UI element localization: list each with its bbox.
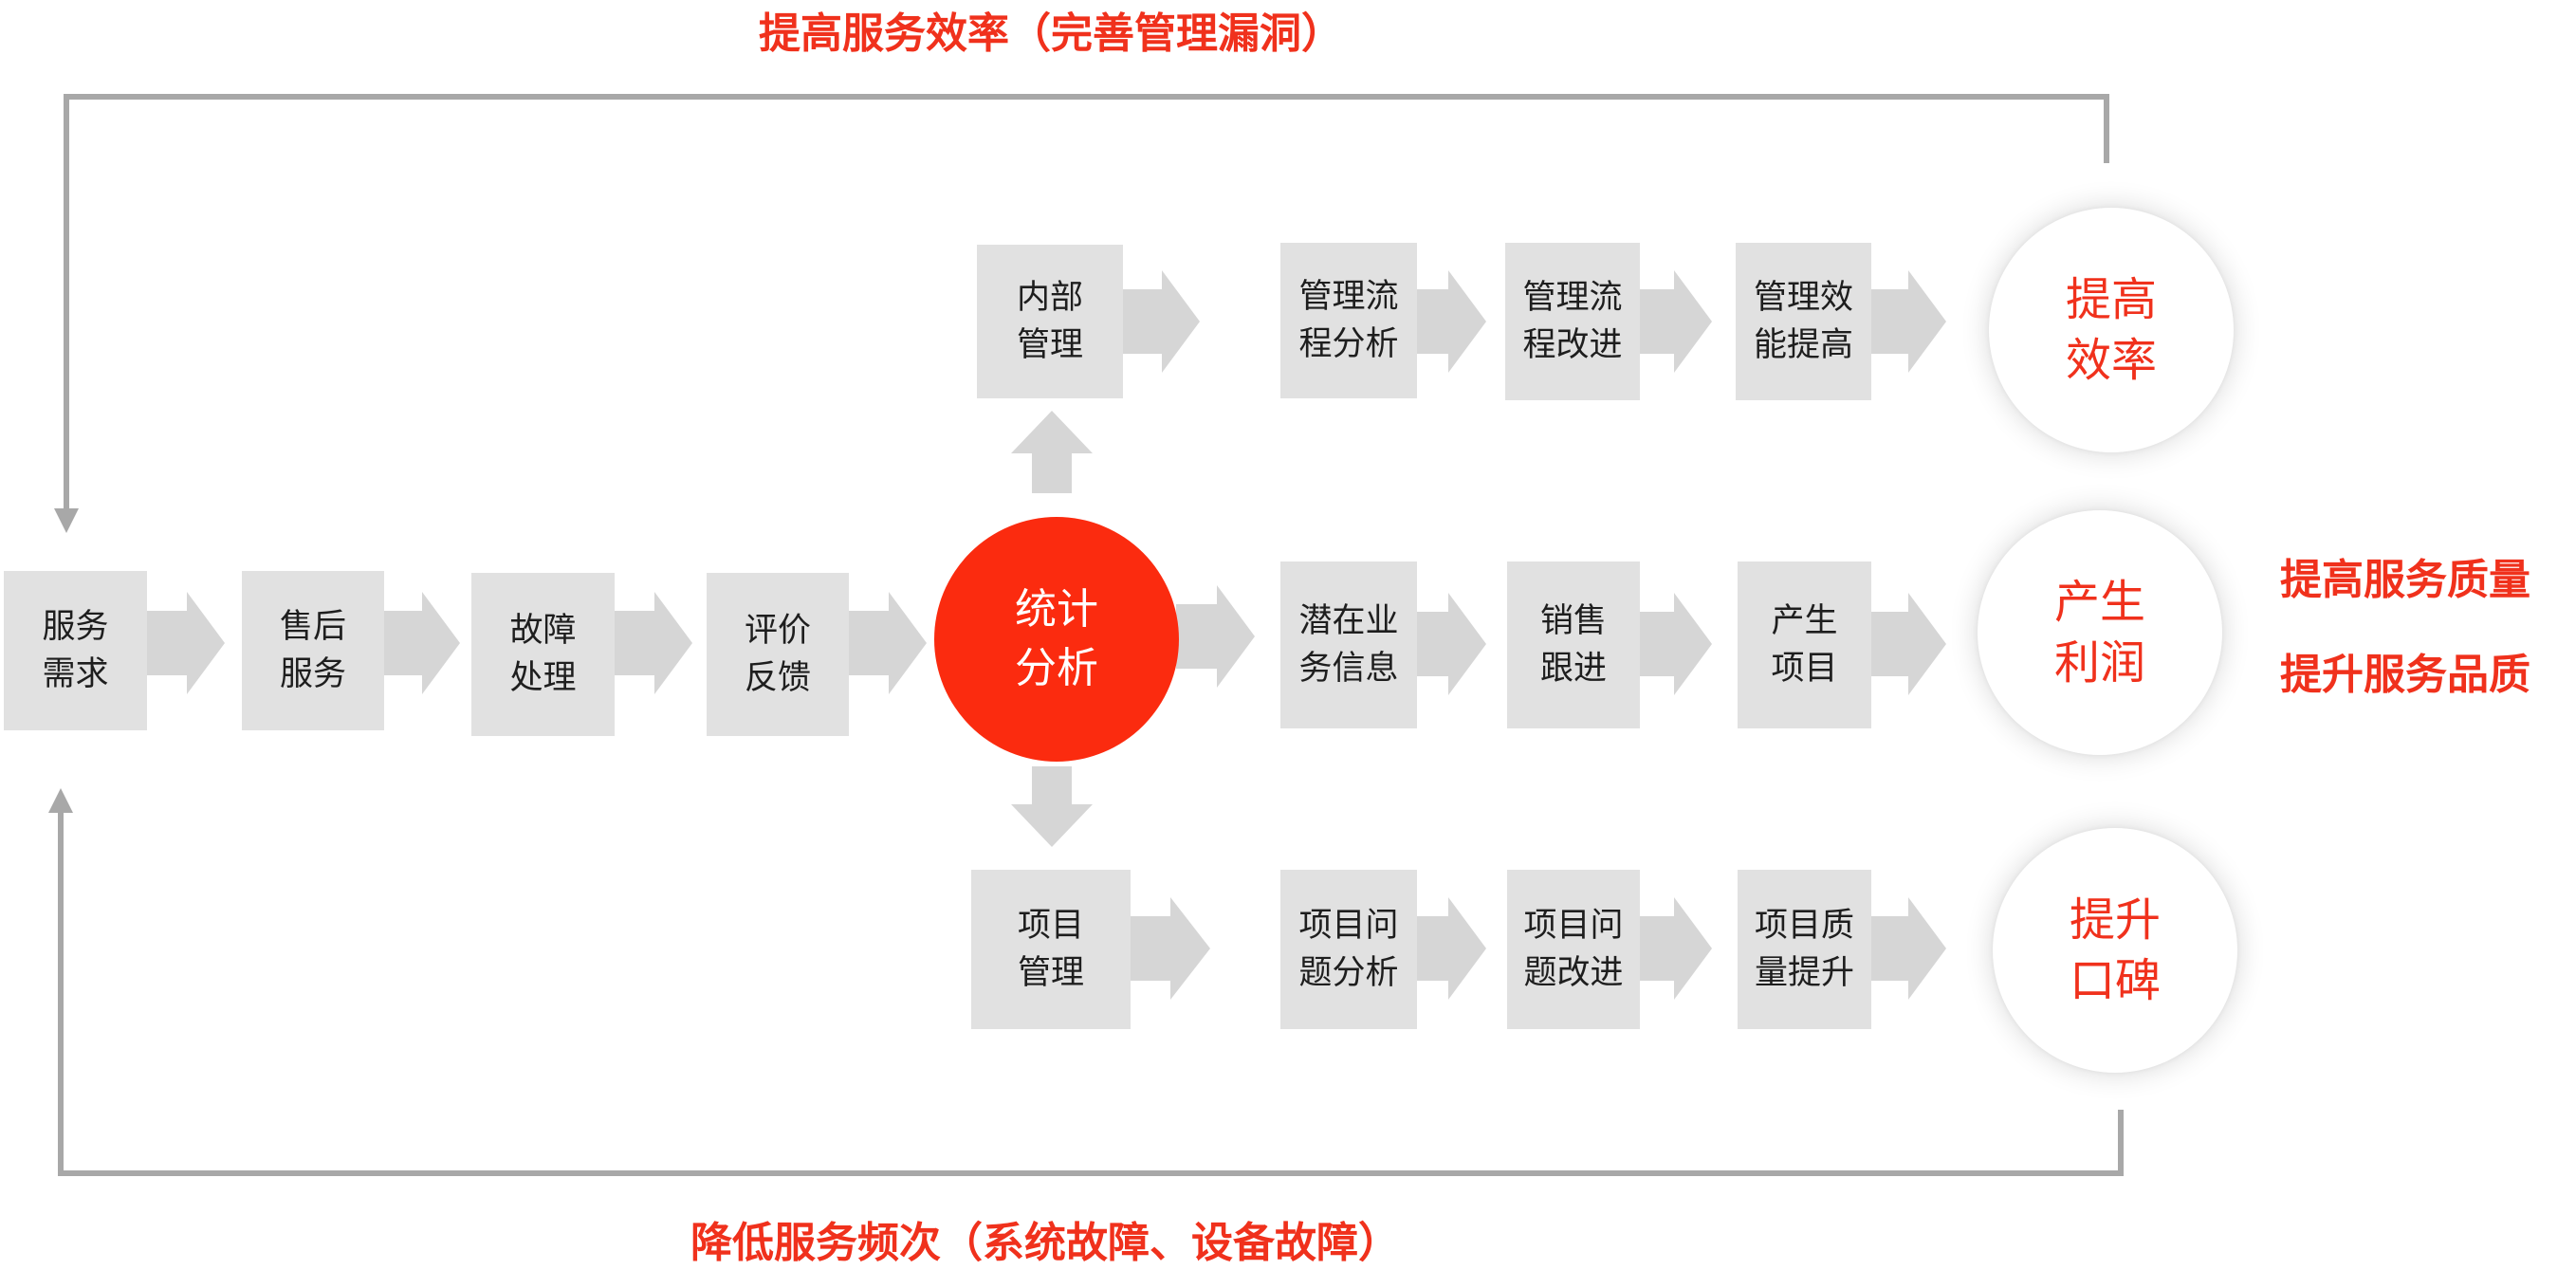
node-label: 产生 (1771, 602, 1838, 640)
flow-arrow (1417, 897, 1486, 1000)
outcome-label: 提升 (2069, 893, 2161, 947)
node-label: 项目问 (1298, 907, 1399, 945)
outcome-label: 口碑 (2069, 954, 2161, 1007)
node-label: 务信息 (1298, 650, 1399, 688)
down-arrow (1011, 766, 1093, 847)
flow-arrow (1123, 270, 1200, 373)
node-label: 项目 (1771, 650, 1838, 688)
node-label: 管理效 (1753, 279, 1853, 317)
up-arrow (1011, 411, 1093, 493)
node-label: 内部 (1016, 279, 1083, 317)
node-label: 评价 (744, 612, 811, 650)
node-sales-followup: 销售 跟进 (1507, 561, 1640, 728)
top-feedback-arrowhead (54, 508, 79, 533)
flow-arrow (1871, 593, 1946, 695)
node-label: 程改进 (1522, 326, 1623, 364)
node-label: 程分析 (1298, 325, 1399, 363)
node-feedback: 评价 反馈 (707, 573, 849, 736)
node-process-analysis: 管理流 程分析 (1280, 243, 1417, 398)
node-potential-business: 潜在业 务信息 (1280, 561, 1417, 728)
node-project-issue-improvement: 项目问 题改进 (1507, 870, 1640, 1029)
node-process-improvement: 管理流 程改进 (1505, 243, 1640, 400)
flow-arrow (1176, 585, 1255, 688)
node-efficiency-gain: 管理效 能提高 (1736, 243, 1871, 400)
bottom-feedback-arrowhead (48, 788, 73, 813)
node-label: 项目 (1017, 907, 1084, 945)
node-label: 管理流 (1298, 278, 1399, 316)
top-feedback-line (64, 94, 2109, 512)
outcome-label: 效率 (2065, 334, 2157, 387)
top-loop-label: 提高服务效率（完善管理漏洞） (759, 9, 1343, 58)
node-label: 管理流 (1522, 279, 1623, 317)
bottom-loop-label: 降低服务频次（系统故障、设备故障） (690, 1219, 1400, 1267)
flow-arrow (1871, 270, 1946, 373)
flow-arrow (1417, 270, 1486, 373)
flow-arrow (615, 592, 692, 694)
node-fault-handling: 故障 处理 (471, 573, 615, 736)
flow-arrow (1640, 270, 1712, 373)
outcome-label: 利润 (2053, 636, 2145, 690)
flow-arrow (1131, 897, 1210, 1000)
flow-arrow (1640, 593, 1712, 695)
flow-arrow (1640, 897, 1712, 1000)
node-project-management: 项目 管理 (971, 870, 1131, 1029)
node-label: 故障 (509, 612, 577, 650)
hub-label: 分析 (1015, 644, 1098, 692)
outcome-reputation: 提升 口碑 (1993, 828, 2237, 1073)
flow-arrow (1871, 897, 1946, 1000)
node-label: 管理 (1017, 954, 1084, 992)
node-label: 题分析 (1298, 954, 1399, 992)
node-label: 能提高 (1753, 326, 1853, 364)
node-label: 题改进 (1523, 954, 1624, 992)
node-label: 项目质 (1754, 907, 1854, 945)
bottom-feedback-line (58, 812, 2124, 1176)
node-label: 跟进 (1539, 650, 1607, 688)
node-label: 需求 (42, 655, 109, 693)
node-generate-project: 产生 项目 (1738, 561, 1871, 728)
side-label-quality: 提高服务质量 (2280, 556, 2530, 604)
flow-arrow (384, 592, 460, 694)
flow-arrow (849, 592, 927, 694)
outcome-label: 提高 (2065, 273, 2157, 326)
outcome-label: 产生 (2053, 576, 2145, 629)
node-label: 服务 (279, 655, 346, 693)
node-label: 售后 (279, 608, 346, 646)
side-label-grade: 提升服务品质 (2280, 651, 2530, 699)
node-label: 量提升 (1754, 954, 1854, 992)
outcome-efficiency: 提高 效率 (1989, 208, 2234, 452)
node-project-quality: 项目质 量提升 (1738, 870, 1871, 1029)
node-after-sales: 售后 服务 (242, 571, 384, 730)
flow-arrow (147, 592, 225, 694)
node-internal-management: 内部 管理 (977, 245, 1123, 398)
node-label: 处理 (509, 659, 577, 697)
node-project-issue-analysis: 项目问 题分析 (1280, 870, 1417, 1029)
node-service-demand: 服务 需求 (4, 571, 147, 730)
node-label: 管理 (1016, 326, 1083, 364)
node-label: 项目问 (1523, 907, 1624, 945)
node-label: 服务 (42, 608, 109, 646)
hub-label: 统计 (1015, 585, 1098, 634)
flow-arrow (1417, 593, 1486, 695)
node-label: 潜在业 (1298, 602, 1399, 640)
node-label: 销售 (1539, 602, 1607, 640)
outcome-profit: 产生 利润 (1978, 510, 2222, 755)
node-label: 反馈 (744, 659, 811, 697)
hub-statistical-analysis: 统计 分析 (934, 517, 1179, 762)
